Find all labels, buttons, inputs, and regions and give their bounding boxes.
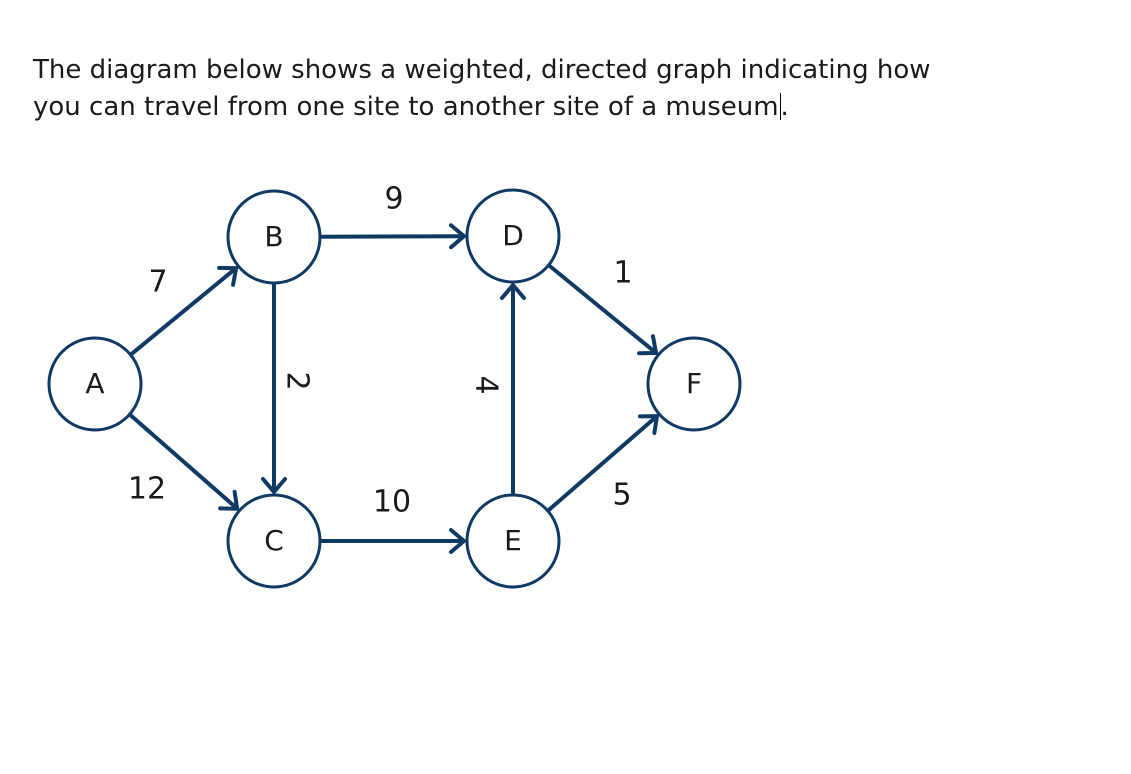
weight-label-b-d: 9 [384,182,403,217]
node-circle-c [226,493,322,589]
node-c: C [226,493,322,589]
node-label-b: B [264,220,283,253]
arrowhead-a-c [218,489,240,511]
node-circle-d [465,188,561,284]
node-b: B [226,189,322,285]
weight-label-e-d: 4 [469,375,504,394]
edges-layer [129,223,659,554]
weight-label-b-c: 2 [280,371,315,390]
arrowhead-d-f [637,334,659,356]
node-circle-f [646,336,742,432]
weight-label-a-b: 7 [148,265,167,300]
nodes-layer: A B C D E F [47,188,742,589]
node-label-d: D [502,219,524,252]
node-circle-e [465,493,561,589]
intro-line-2-text: you can travel from one site to another … [33,92,779,122]
arrowhead-c-e [449,528,466,554]
text-cursor [779,93,781,120]
arrowhead-e-d [500,283,526,300]
intro-line-2-period: . [780,92,789,122]
arrowhead-a-b [217,265,239,287]
arrowhead-b-d [448,223,466,250]
node-a: A [47,336,143,432]
node-f: F [646,336,742,432]
arrowhead-e-f [637,414,659,435]
node-label-f: F [686,367,702,400]
intro-line-2: you can travel from one site to another … [33,89,1093,126]
edge-a-c [129,413,239,511]
intro-line-1: The diagram below shows a weighted, dire… [33,55,931,85]
node-circle-a [47,336,143,432]
weight-label-d-f: 1 [613,256,632,291]
edge-b-d [320,234,465,239]
weights-layer: 7 12 9 2 10 4 1 5 [128,182,633,520]
weight-label-e-f: 5 [612,478,631,513]
node-label-a: A [85,367,104,400]
weight-label-c-e: 10 [373,485,411,520]
weight-label-a-c: 12 [128,472,166,507]
node-label-c: C [264,524,284,557]
edge-e-f [547,414,659,512]
node-d: D [465,188,561,284]
arrowhead-b-c [261,477,287,494]
edge-d-f [548,264,658,355]
intro-text: The diagram below shows a weighted, dire… [33,52,1093,126]
node-label-e: E [504,524,522,557]
node-circle-b [226,189,322,285]
node-e: E [465,493,561,589]
edge-a-b [130,266,238,356]
